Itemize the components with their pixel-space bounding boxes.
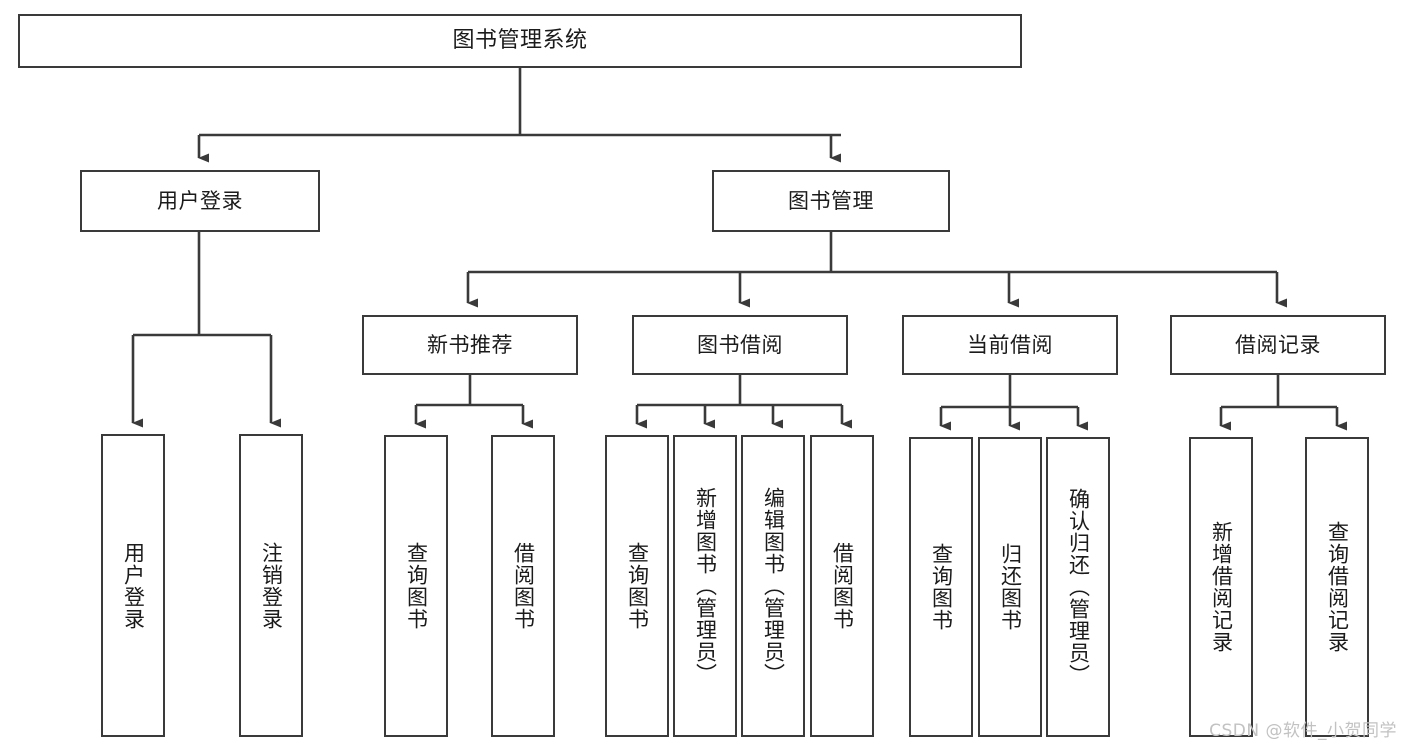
node-leaf-add-book-label: 新增图书（管理员） xyxy=(693,487,718,685)
node-leaf-return-book[interactable]: 归还图书 xyxy=(978,437,1042,737)
node-leaf-query-book-2[interactable]: 查询图书 xyxy=(605,435,669,737)
node-user-login-label: 用户登录 xyxy=(157,188,243,213)
node-leaf-logout-login[interactable]: 注销登录 xyxy=(239,434,303,737)
node-new-book-recommend-label: 新书推荐 xyxy=(427,332,513,357)
node-leaf-query-book-1[interactable]: 查询图书 xyxy=(384,435,448,737)
node-user-login[interactable]: 用户登录 xyxy=(80,170,320,232)
node-leaf-query-book-3[interactable]: 查询图书 xyxy=(909,437,973,737)
node-new-book-recommend[interactable]: 新书推荐 xyxy=(362,315,578,375)
node-leaf-borrow-book-1-label: 借阅图书 xyxy=(511,542,536,630)
node-leaf-confirm-return-label: 确认归还（管理员） xyxy=(1066,488,1091,686)
node-leaf-user-login-label: 用户登录 xyxy=(121,541,146,630)
node-leaf-edit-book[interactable]: 编辑图书（管理员） xyxy=(741,435,805,737)
node-leaf-borrow-book-1[interactable]: 借阅图书 xyxy=(491,435,555,737)
node-leaf-query-record[interactable]: 查询借阅记录 xyxy=(1305,437,1369,737)
node-leaf-edit-book-label: 编辑图书（管理员） xyxy=(761,487,786,685)
node-leaf-query-book-1-label: 查询图书 xyxy=(404,542,429,630)
node-leaf-query-record-label: 查询借阅记录 xyxy=(1325,521,1350,653)
node-book-borrow[interactable]: 图书借阅 xyxy=(632,315,848,375)
node-leaf-query-book-2-label: 查询图书 xyxy=(625,542,650,630)
node-leaf-query-book-3-label: 查询图书 xyxy=(929,543,954,631)
node-leaf-user-login[interactable]: 用户登录 xyxy=(101,434,165,737)
node-leaf-add-record-label: 新增借阅记录 xyxy=(1209,521,1234,653)
node-book-borrow-label: 图书借阅 xyxy=(697,332,783,357)
node-root-label: 图书管理系统 xyxy=(452,28,588,54)
node-book-manage[interactable]: 图书管理 xyxy=(712,170,950,232)
node-leaf-add-record[interactable]: 新增借阅记录 xyxy=(1189,437,1253,737)
node-borrow-record-label: 借阅记录 xyxy=(1235,332,1321,357)
node-leaf-borrow-book-2-label: 借阅图书 xyxy=(830,542,855,630)
node-leaf-add-book[interactable]: 新增图书（管理员） xyxy=(673,435,737,737)
node-borrow-record[interactable]: 借阅记录 xyxy=(1170,315,1386,375)
node-current-borrow[interactable]: 当前借阅 xyxy=(902,315,1118,375)
node-root-book-management-system[interactable]: 图书管理系统 xyxy=(18,14,1022,68)
node-leaf-return-book-label: 归还图书 xyxy=(998,543,1023,631)
node-current-borrow-label: 当前借阅 xyxy=(967,332,1053,357)
node-leaf-confirm-return[interactable]: 确认归还（管理员） xyxy=(1046,437,1110,737)
node-leaf-borrow-book-2[interactable]: 借阅图书 xyxy=(810,435,874,737)
node-leaf-logout-login-label: 注销登录 xyxy=(259,541,284,630)
node-book-manage-label: 图书管理 xyxy=(788,188,874,213)
